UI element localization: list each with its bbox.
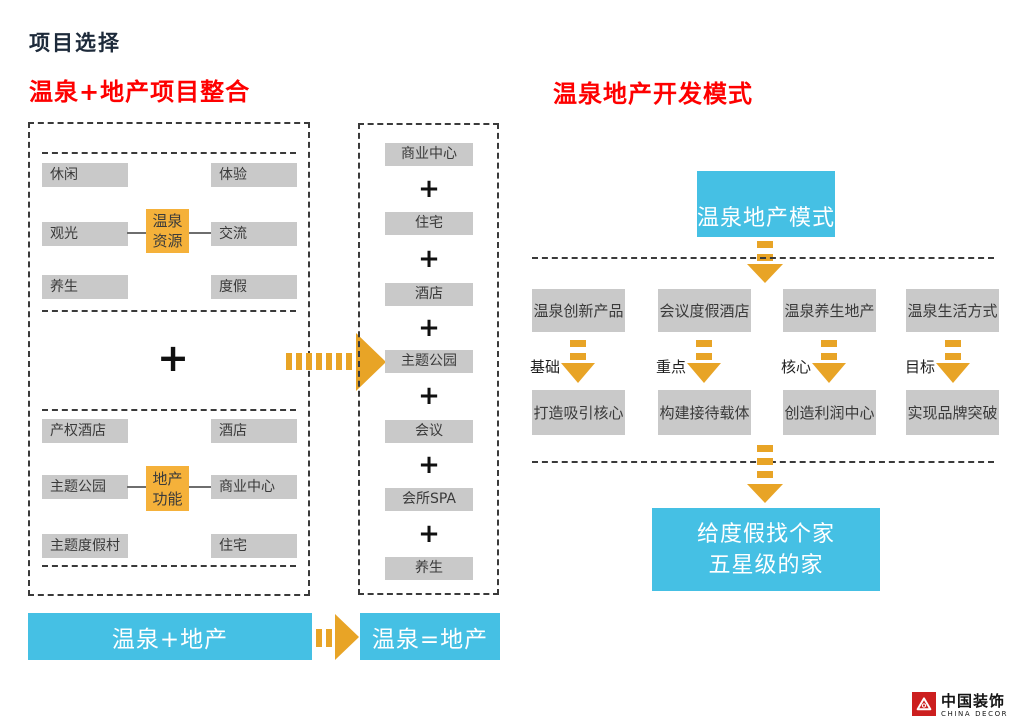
hotspring-resource-label-line2: 资源 <box>152 232 183 250</box>
product-box: 温泉创新产品 <box>532 289 625 332</box>
plus-sign: + <box>418 174 440 204</box>
stack-item: 住宅 <box>385 212 473 235</box>
arrow-down-icon <box>747 241 783 283</box>
stack-item: 会议 <box>385 420 473 443</box>
stack-item: 养生 <box>385 557 473 580</box>
arrow-head <box>561 363 595 383</box>
property-function-label-line2: 功能 <box>152 489 183 508</box>
stack-item: 酒店 <box>385 283 473 306</box>
resource-item: 休闲 <box>42 163 128 187</box>
strategy-box: 实现品牌突破 <box>906 390 999 435</box>
logo-name-cn: 中国装饰 <box>941 692 1006 710</box>
arrow-head <box>356 333 386 391</box>
strategy-box: 创造利润中心 <box>783 390 876 435</box>
logo-mark-icon <box>912 692 936 716</box>
section-divider-line <box>42 409 296 411</box>
result-line2: 五星级的家 <box>708 552 824 578</box>
arrow-right-icon <box>286 333 386 391</box>
property-item: 住宅 <box>211 534 297 558</box>
arrow-head <box>936 363 970 383</box>
property-item: 商业中心 <box>211 475 297 499</box>
arrow-right-icon <box>316 614 360 660</box>
connector-line <box>189 486 211 488</box>
arrow-bars <box>821 340 837 360</box>
arrow-bars <box>286 353 356 370</box>
arrow-head <box>687 363 721 383</box>
arrow-bars <box>757 241 773 261</box>
arrow-head <box>335 614 359 660</box>
stage-label: 核心 <box>781 358 812 376</box>
result-box: 给度假找个家 五星级的家 <box>652 508 880 591</box>
plus-sign: + <box>418 519 440 549</box>
stage-label: 基础 <box>530 358 561 376</box>
strategy-box: 构建接待载体 <box>658 390 751 435</box>
property-item: 酒店 <box>211 419 297 443</box>
right-heading: 温泉地产开发模式 <box>553 80 753 108</box>
stage-label: 目标 <box>905 358 936 376</box>
resource-item: 交流 <box>211 222 297 246</box>
resource-item: 养生 <box>42 275 128 299</box>
stack-item: 商业中心 <box>385 143 473 166</box>
arrow-bars <box>696 340 712 360</box>
section-divider-line <box>42 152 296 154</box>
strategy-box: 打造吸引核心 <box>532 390 625 435</box>
property-function-label-line1: 地产 <box>152 469 183 488</box>
plus-sign: + <box>418 381 440 411</box>
arrow-down-icon <box>812 340 846 385</box>
hotspring-plus-property-bar: 温泉+地产 <box>28 613 312 660</box>
plus-sign: + <box>418 244 440 274</box>
stage-label: 重点 <box>656 358 687 376</box>
product-box: 温泉生活方式 <box>906 289 999 332</box>
arrow-head <box>812 363 846 383</box>
left-heading: 温泉+地产项目整合 <box>29 78 251 106</box>
resource-item: 观光 <box>42 222 128 246</box>
company-logo: 中国装饰 CHINA DECOR <box>912 691 1022 719</box>
property-item: 产权酒店 <box>42 419 128 443</box>
property-item: 主题公园 <box>42 475 128 499</box>
connector-line <box>189 232 211 234</box>
arrow-bars <box>570 340 586 360</box>
plus-sign: + <box>157 336 189 380</box>
connector-line <box>127 486 146 488</box>
arrow-bars <box>757 445 773 478</box>
page-title: 项目选择 <box>29 31 121 55</box>
hotspring-resource-box: 温泉 资源 <box>146 209 189 253</box>
section-divider-line <box>42 565 296 567</box>
stack-item: 会所SPA <box>385 488 473 511</box>
stack-item: 主题公园 <box>385 350 473 373</box>
stack-panel-border <box>358 123 499 595</box>
arrow-bars <box>945 340 961 360</box>
resource-item: 体验 <box>211 163 297 187</box>
hotspring-equals-property-bar: 温泉=地产 <box>360 613 500 660</box>
property-function-box: 地产 功能 <box>146 466 189 511</box>
model-top-box: 温泉地产模式 <box>697 171 835 237</box>
plus-sign: + <box>418 450 440 480</box>
arrow-down-icon <box>687 340 721 385</box>
result-line1: 给度假找个家 <box>696 521 835 547</box>
section-divider-line <box>42 310 296 312</box>
arrow-down-icon <box>747 445 783 503</box>
resource-item: 度假 <box>211 275 297 299</box>
plus-sign: + <box>418 313 440 343</box>
arrow-down-icon <box>936 340 970 385</box>
arrow-head <box>747 484 783 503</box>
triangle-knot-icon <box>916 697 932 711</box>
hotspring-resource-label-line1: 温泉 <box>152 212 183 230</box>
arrow-down-icon <box>561 340 595 385</box>
product-box: 温泉养生地产 <box>783 289 876 332</box>
product-box: 会议度假酒店 <box>658 289 751 332</box>
arrow-head <box>747 264 783 283</box>
connector-line <box>127 232 146 234</box>
property-item: 主题度假村 <box>42 534 128 558</box>
arrow-bars <box>316 629 334 647</box>
logo-name-en: CHINA DECOR <box>941 710 1009 718</box>
divider-dashed-line <box>532 257 994 259</box>
